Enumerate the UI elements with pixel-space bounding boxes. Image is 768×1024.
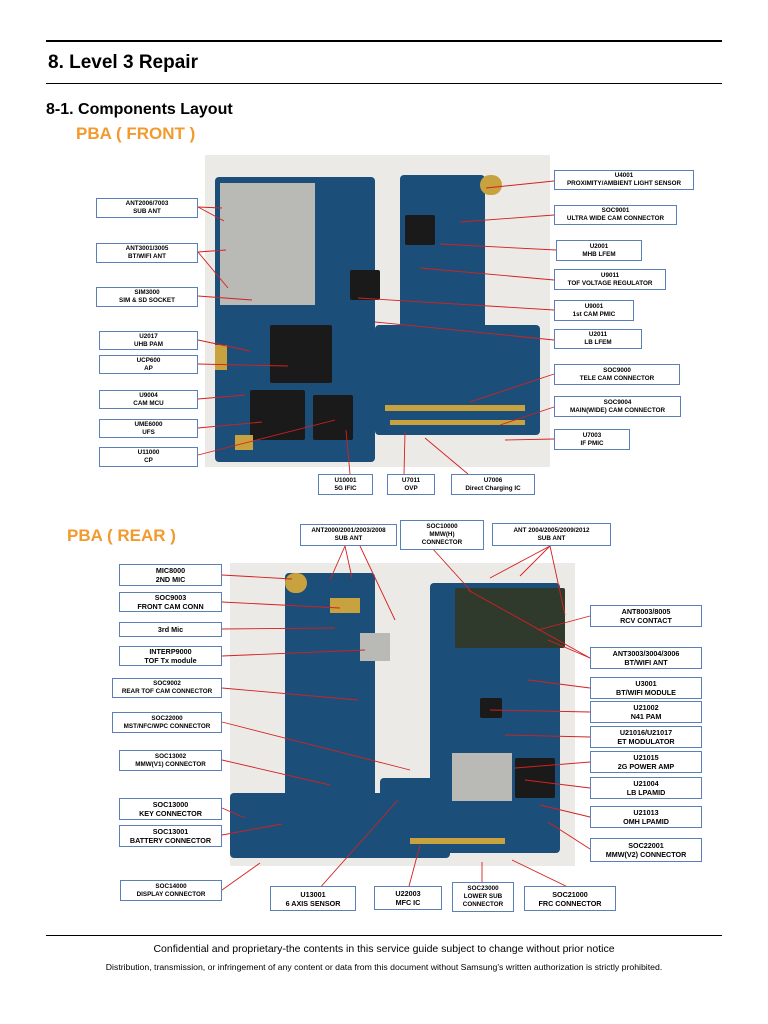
- page-title: 8. Level 3 Repair: [48, 52, 198, 73]
- rear-heading: PBA ( REAR ): [67, 526, 176, 545]
- section-title: 8-1. Components Layout: [46, 101, 233, 118]
- footer-distribution: Distribution, transmission, or infringem…: [105, 962, 663, 972]
- top-rule: [46, 40, 722, 42]
- front-board-photo: [205, 155, 550, 467]
- footer-confidential: Confidential and proprietary-the content…: [153, 943, 615, 955]
- front-heading: PBA ( FRONT ): [76, 124, 196, 143]
- callout-mic3: 3rd Mic: [119, 622, 222, 637]
- rear-board-photo: [230, 563, 575, 866]
- title-rule: [46, 83, 722, 84]
- footer-rule: [46, 935, 722, 936]
